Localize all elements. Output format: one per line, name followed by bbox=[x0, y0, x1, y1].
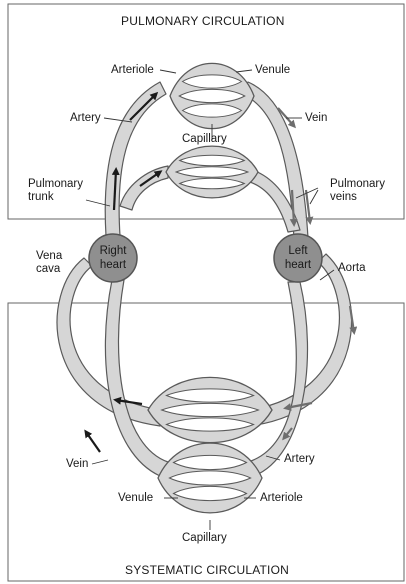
capillary-bottom-label: Capillary bbox=[182, 532, 227, 545]
pulmonary-trunk-vessel bbox=[105, 82, 166, 236]
systemic-title: SYSTEMATIC CIRCULATION bbox=[125, 563, 289, 577]
leader-line bbox=[236, 70, 252, 72]
right-heart-label: Right heart bbox=[92, 244, 134, 272]
pulmonary-title: PULMONARY CIRCULATION bbox=[121, 14, 285, 28]
arteriole-top-label: Arteriole bbox=[111, 64, 154, 77]
left-heart-label: Left heart bbox=[277, 244, 319, 272]
venule-bottom-label: Venule bbox=[118, 492, 153, 505]
capillary-bed bbox=[158, 443, 262, 513]
vena-cava-label: Vena cava bbox=[36, 250, 62, 276]
capillary-beds bbox=[148, 63, 272, 513]
capillary-bed bbox=[170, 63, 254, 128]
artery-bottom-label: Artery bbox=[284, 453, 315, 466]
pulmonary-vein-vessel bbox=[242, 82, 308, 238]
venule-top-label: Venule bbox=[255, 64, 290, 77]
vein-bottom-label: Vein bbox=[66, 458, 88, 471]
capillary-top-label: Capillary bbox=[182, 133, 227, 146]
capillary-bed bbox=[148, 377, 272, 442]
pulmonary-trunk-label: Pulmonary trunk bbox=[28, 178, 83, 204]
pulmonary-branch-vessel bbox=[120, 166, 168, 210]
artery-top-label: Artery bbox=[70, 112, 101, 125]
leader-line bbox=[160, 70, 176, 73]
flow-arrow bbox=[86, 432, 100, 452]
vein-top-label: Vein bbox=[305, 112, 327, 125]
leader-line bbox=[92, 460, 108, 464]
capillary-bed bbox=[166, 146, 258, 198]
lower-artery-vessel bbox=[248, 282, 308, 476]
aorta-label: Aorta bbox=[338, 262, 366, 275]
arteriole-bottom-label: Arteriole bbox=[260, 492, 303, 505]
leader-line bbox=[310, 190, 318, 204]
lower-vein-vessel bbox=[105, 280, 168, 476]
pulmonary-veins-label: Pulmonary veins bbox=[330, 178, 385, 204]
